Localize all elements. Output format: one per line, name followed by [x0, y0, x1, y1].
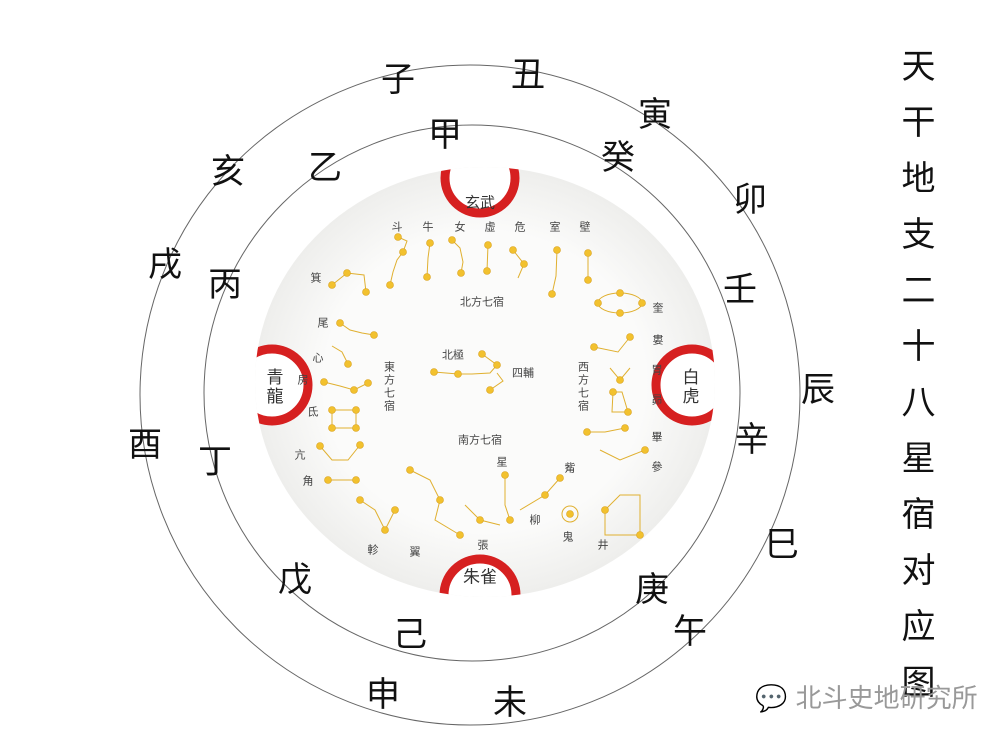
star-map-disc [255, 167, 715, 597]
label-north-pole: 北極 [442, 348, 464, 362]
mansion-wei-tail: 尾 [317, 316, 329, 330]
stem-jia: 甲 [428, 115, 462, 155]
mansion-xu: 虛 [484, 220, 496, 234]
branch-chen: 辰 [801, 370, 835, 410]
label-west-seven: 西方七宿 [576, 361, 590, 413]
watermark-text: 北斗史地研究所 [795, 684, 978, 714]
mansion-wei-danger: 危 [514, 220, 526, 234]
seal-xuanwu [440, 167, 520, 218]
mansion-shi: 室 [549, 220, 561, 234]
mansion-jing: 井 [597, 538, 609, 552]
mansion-kui: 奎 [652, 301, 664, 315]
mansion-wei-stomach: 胃 [651, 363, 663, 377]
seal-baihu [651, 344, 715, 426]
stem-wu: 戊 [278, 560, 312, 600]
stem-ding: 丁 [198, 442, 232, 482]
mansion-kang: 亢 [294, 448, 306, 462]
label-north-seven: 北方七宿 [460, 295, 504, 309]
diagram-title: 天干地支二十八星宿对应图 [895, 48, 935, 720]
mansion-liu: 柳 [529, 513, 541, 527]
symbol-baihu: 白虎 [678, 368, 699, 406]
mansion-di: 氐 [307, 405, 319, 419]
stem-ren: 壬 [723, 270, 757, 310]
label-east-seven: 東方七宿 [382, 361, 396, 413]
branch-wei: 未 [493, 683, 527, 723]
mansion-zi: 觜 [564, 461, 576, 475]
mansion-zhen: 軫 [367, 543, 379, 557]
branch-yin: 寅 [638, 95, 672, 135]
branch-chou: 丑 [511, 55, 545, 95]
mansion-lou: 婁 [652, 333, 664, 347]
wechat-icon: 💬 [755, 684, 788, 714]
outer-ring [139, 64, 801, 726]
inner-ring [203, 124, 741, 662]
mansion-ji: 箕 [310, 271, 322, 285]
branch-hai: 亥 [211, 152, 245, 192]
mansion-bi-net: 畢 [651, 430, 663, 444]
star-dots [316, 233, 649, 539]
branch-xu: 戌 [148, 245, 182, 285]
symbol-xuanwu: 玄武 [464, 193, 496, 212]
symbol-qinglong: 青龍 [262, 368, 283, 406]
stem-xin: 辛 [735, 420, 769, 460]
stem-geng: 庚 [635, 570, 669, 610]
branch-you: 酉 [128, 425, 162, 465]
symbol-zhuque: 朱雀 [463, 567, 497, 588]
stem-yi: 乙 [308, 148, 342, 188]
mansion-shen: 參 [651, 460, 663, 474]
label-four-assistants: 四輔 [512, 366, 534, 380]
mansion-jiao: 角 [302, 474, 314, 488]
stem-gui: 癸 [601, 138, 635, 178]
seal-qinglong [255, 344, 313, 426]
watermark: 💬 北斗史地研究所 [755, 678, 978, 715]
mansion-fang: 房 [297, 373, 309, 387]
branch-wu: 午 [673, 612, 707, 652]
branch-si: 巳 [765, 525, 799, 565]
mansion-nv: 女 [454, 220, 466, 234]
mansion-yi: 翼 [409, 545, 421, 559]
mansion-zhang: 張 [477, 538, 489, 552]
seal-images [255, 167, 715, 597]
branch-mao: 卯 [733, 180, 767, 220]
mansion-dou: 斗 [391, 220, 403, 234]
label-south-seven: 南方七宿 [458, 433, 502, 447]
mansion-xing: 星 [496, 455, 508, 469]
stem-bing: 丙 [208, 265, 242, 305]
mansion-gui: 鬼 [562, 530, 574, 544]
mansion-bi: 壁 [579, 220, 591, 234]
stem-ji: 己 [393, 615, 427, 655]
mansion-mao: 昴 [651, 393, 663, 407]
mansion-xin: 心 [312, 351, 324, 365]
mansion-niu: 牛 [422, 220, 434, 234]
branch-shen: 申 [366, 675, 400, 715]
branch-zi: 子 [381, 60, 415, 100]
